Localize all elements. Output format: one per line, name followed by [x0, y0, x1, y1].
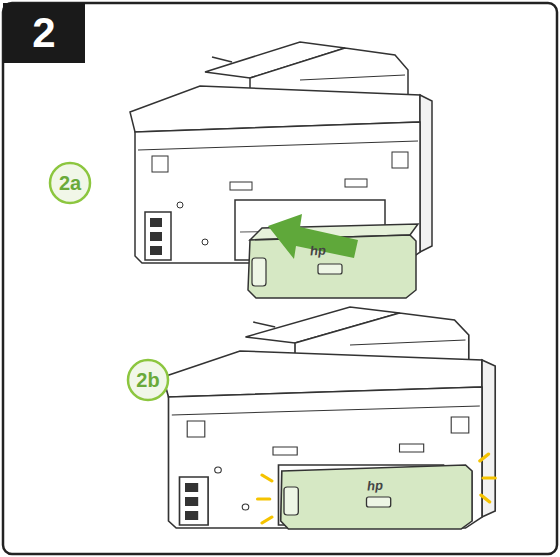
printer-rear-view [130, 42, 432, 263]
substep-badge: 2a [48, 161, 92, 205]
badge-circle [50, 163, 90, 203]
glow-ray [480, 454, 489, 461]
substep-label: 2a [59, 172, 81, 195]
duplexer-handle [252, 258, 266, 286]
click-glow [258, 454, 496, 523]
glow-ray [483, 477, 495, 480]
glow-ray [481, 495, 490, 502]
glow-ray [262, 517, 272, 523]
duplexer-latch [318, 264, 342, 274]
brand-logo: hp [309, 242, 326, 258]
panel-frame [3, 3, 557, 554]
duplexer-latch [367, 497, 391, 507]
substep-badge: 2b [126, 358, 170, 402]
step-2b-illustration [163, 307, 495, 529]
glow-ray [262, 475, 272, 481]
insert-arrow [268, 214, 358, 259]
step-number: 2 [3, 3, 85, 63]
step-2a-illustration [130, 42, 432, 298]
printer-rear-view [163, 307, 495, 528]
glow-ray [258, 498, 270, 501]
badge-circle [128, 360, 168, 400]
substep-label: 2b [136, 369, 159, 392]
duplexer-handle [284, 487, 298, 515]
duplexer-installed [281, 465, 472, 529]
step-number-text: 2 [32, 9, 55, 57]
brand-logo: hp [367, 478, 384, 494]
